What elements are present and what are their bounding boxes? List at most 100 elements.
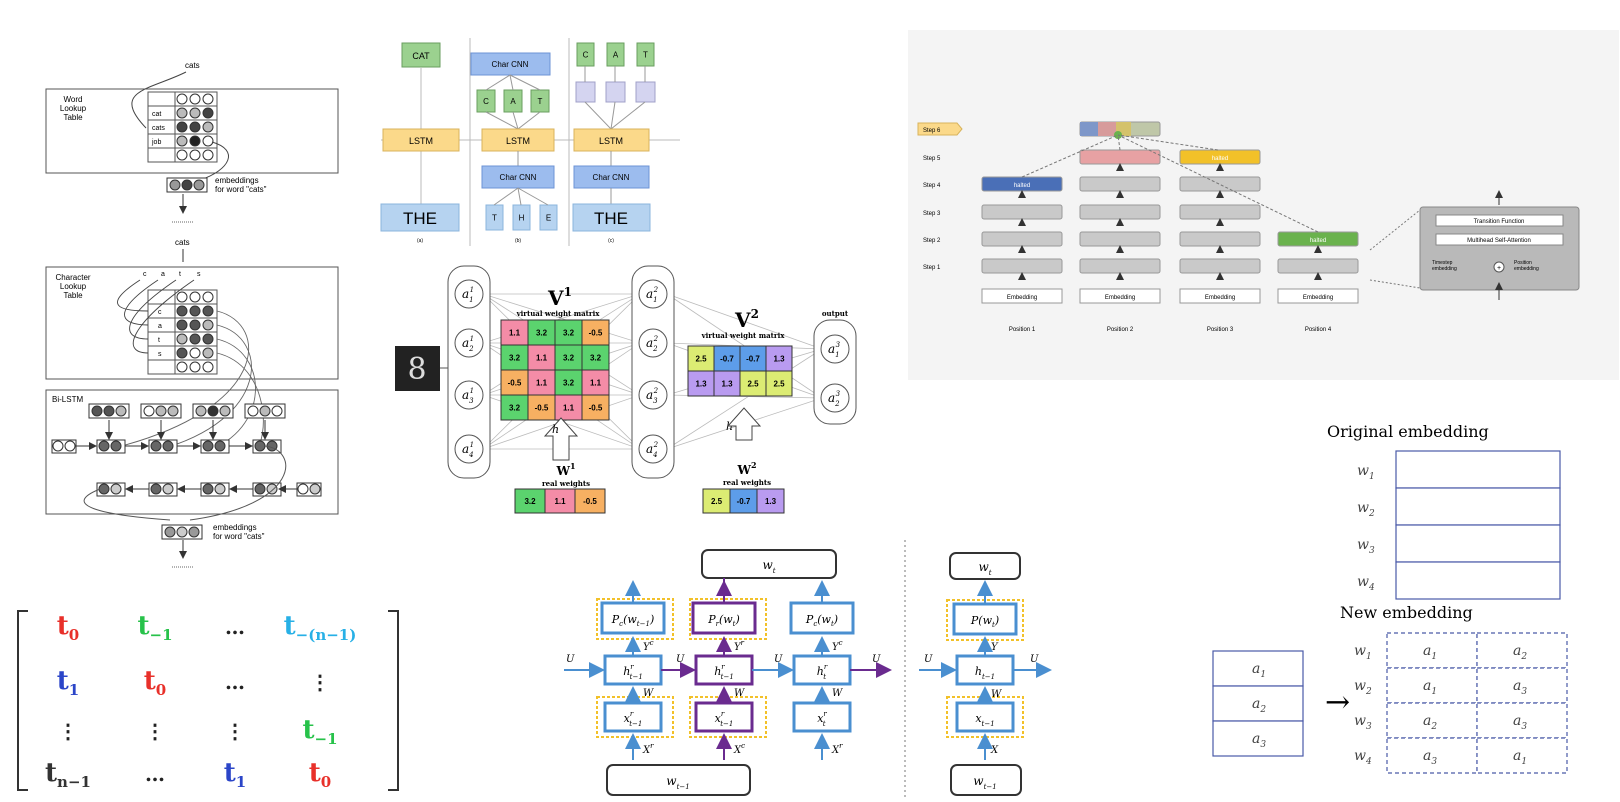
h1-arrow (543, 417, 579, 461)
vector-dot (176, 526, 188, 538)
step-label: Step 5 (923, 156, 941, 162)
neuron (454, 328, 484, 358)
char-box-text: A (510, 97, 516, 106)
step-box (1079, 231, 1161, 247)
vector-dot (167, 405, 179, 417)
row-label: a3 (1252, 731, 1266, 750)
c-input-box (572, 203, 651, 232)
w1-subtitle: real weights (542, 479, 590, 488)
char-box-text: E (546, 214, 551, 223)
weight-value: -0.7 (720, 355, 734, 364)
vector-dot (110, 440, 122, 452)
math-label: wt−1 (973, 774, 996, 791)
weight-value: 1.1 (554, 497, 566, 506)
neuron-label: a42 (646, 441, 659, 459)
matrix-entry: t−1 (302, 715, 337, 748)
svg-text:8: 8 (407, 352, 426, 387)
char-cell (147, 345, 176, 361)
char-cell-text: t (158, 337, 160, 344)
weight-value: 2.5 (711, 497, 723, 506)
row-label: w2 (1354, 678, 1372, 697)
embedding-dot (189, 121, 201, 133)
vector-dot (155, 405, 167, 417)
char-table: cats (109, 279, 264, 453)
word-cell-text: cat (152, 111, 161, 118)
right-y-label: Y (991, 642, 999, 653)
w-label: W (643, 688, 654, 699)
weight-cell (581, 319, 610, 346)
new-cell (1386, 737, 1478, 774)
weight-value: 3.2 (563, 379, 575, 388)
matrix-entry: ⋮ (145, 719, 165, 743)
weight-value: 3.2 (536, 329, 548, 338)
char-box-text: T (492, 214, 497, 223)
matrix-entry: ⋮ (310, 670, 330, 694)
h1-label: h (552, 423, 559, 436)
weight-value: 3.2 (563, 354, 575, 363)
position-label: Position 1 (1009, 327, 1036, 333)
vector-dot (195, 405, 207, 417)
h-box (792, 654, 852, 686)
weight-value: 3.2 (590, 354, 602, 363)
neuron (638, 328, 668, 358)
step-box (1079, 258, 1161, 274)
new-cell (1476, 632, 1568, 669)
row-label: a1 (1513, 748, 1527, 767)
embedding-dot (176, 149, 188, 161)
new-cell (1386, 702, 1478, 739)
vector-dot (254, 483, 266, 495)
row-label: a2 (1252, 696, 1266, 715)
b-caption: (b) (515, 238, 521, 244)
wtm1-box (606, 764, 751, 796)
embedding-dot (189, 149, 201, 161)
embedding-text: Embedding (1105, 295, 1135, 301)
x-box (603, 701, 663, 733)
char-top-label: s (197, 271, 201, 278)
vector-dot (91, 405, 103, 417)
p-label: Pc(wt) (805, 613, 838, 628)
vector-dot (115, 405, 127, 417)
neuron-label: a31 (462, 387, 474, 405)
original-row (1395, 487, 1561, 526)
v1-subtitle: virtual weight matrix (516, 309, 601, 318)
vector-dot (271, 405, 283, 417)
word-lookup-table-box (45, 88, 339, 174)
char-cell (147, 331, 176, 347)
vector-dot (110, 483, 122, 495)
ut-transition: Transition Function (1474, 219, 1525, 225)
char-cell-text: c (158, 309, 162, 316)
vector-dot (214, 440, 226, 452)
vector-dot (103, 405, 115, 417)
new-cell (1476, 737, 1568, 774)
halted-text: halted (1212, 156, 1228, 162)
wt-box (701, 549, 837, 579)
neuron (454, 434, 484, 464)
row-label: a3 (1423, 748, 1437, 767)
halted-text: halted (1014, 183, 1030, 189)
neuron (820, 383, 850, 413)
original-row (1395, 524, 1561, 563)
new-cell (1476, 667, 1568, 704)
math-label: wt−1 (666, 774, 689, 791)
weight-cell (713, 370, 741, 397)
weight-value: 1.1 (590, 379, 602, 388)
embedding-text: Embedding (1303, 295, 1333, 301)
u-label: U (676, 654, 685, 665)
weight-cell (527, 369, 556, 396)
embedding-dot (202, 135, 214, 147)
step-label: Step 3 (923, 211, 941, 217)
y-label: Yc (832, 639, 843, 653)
right-x-box (955, 701, 1015, 733)
